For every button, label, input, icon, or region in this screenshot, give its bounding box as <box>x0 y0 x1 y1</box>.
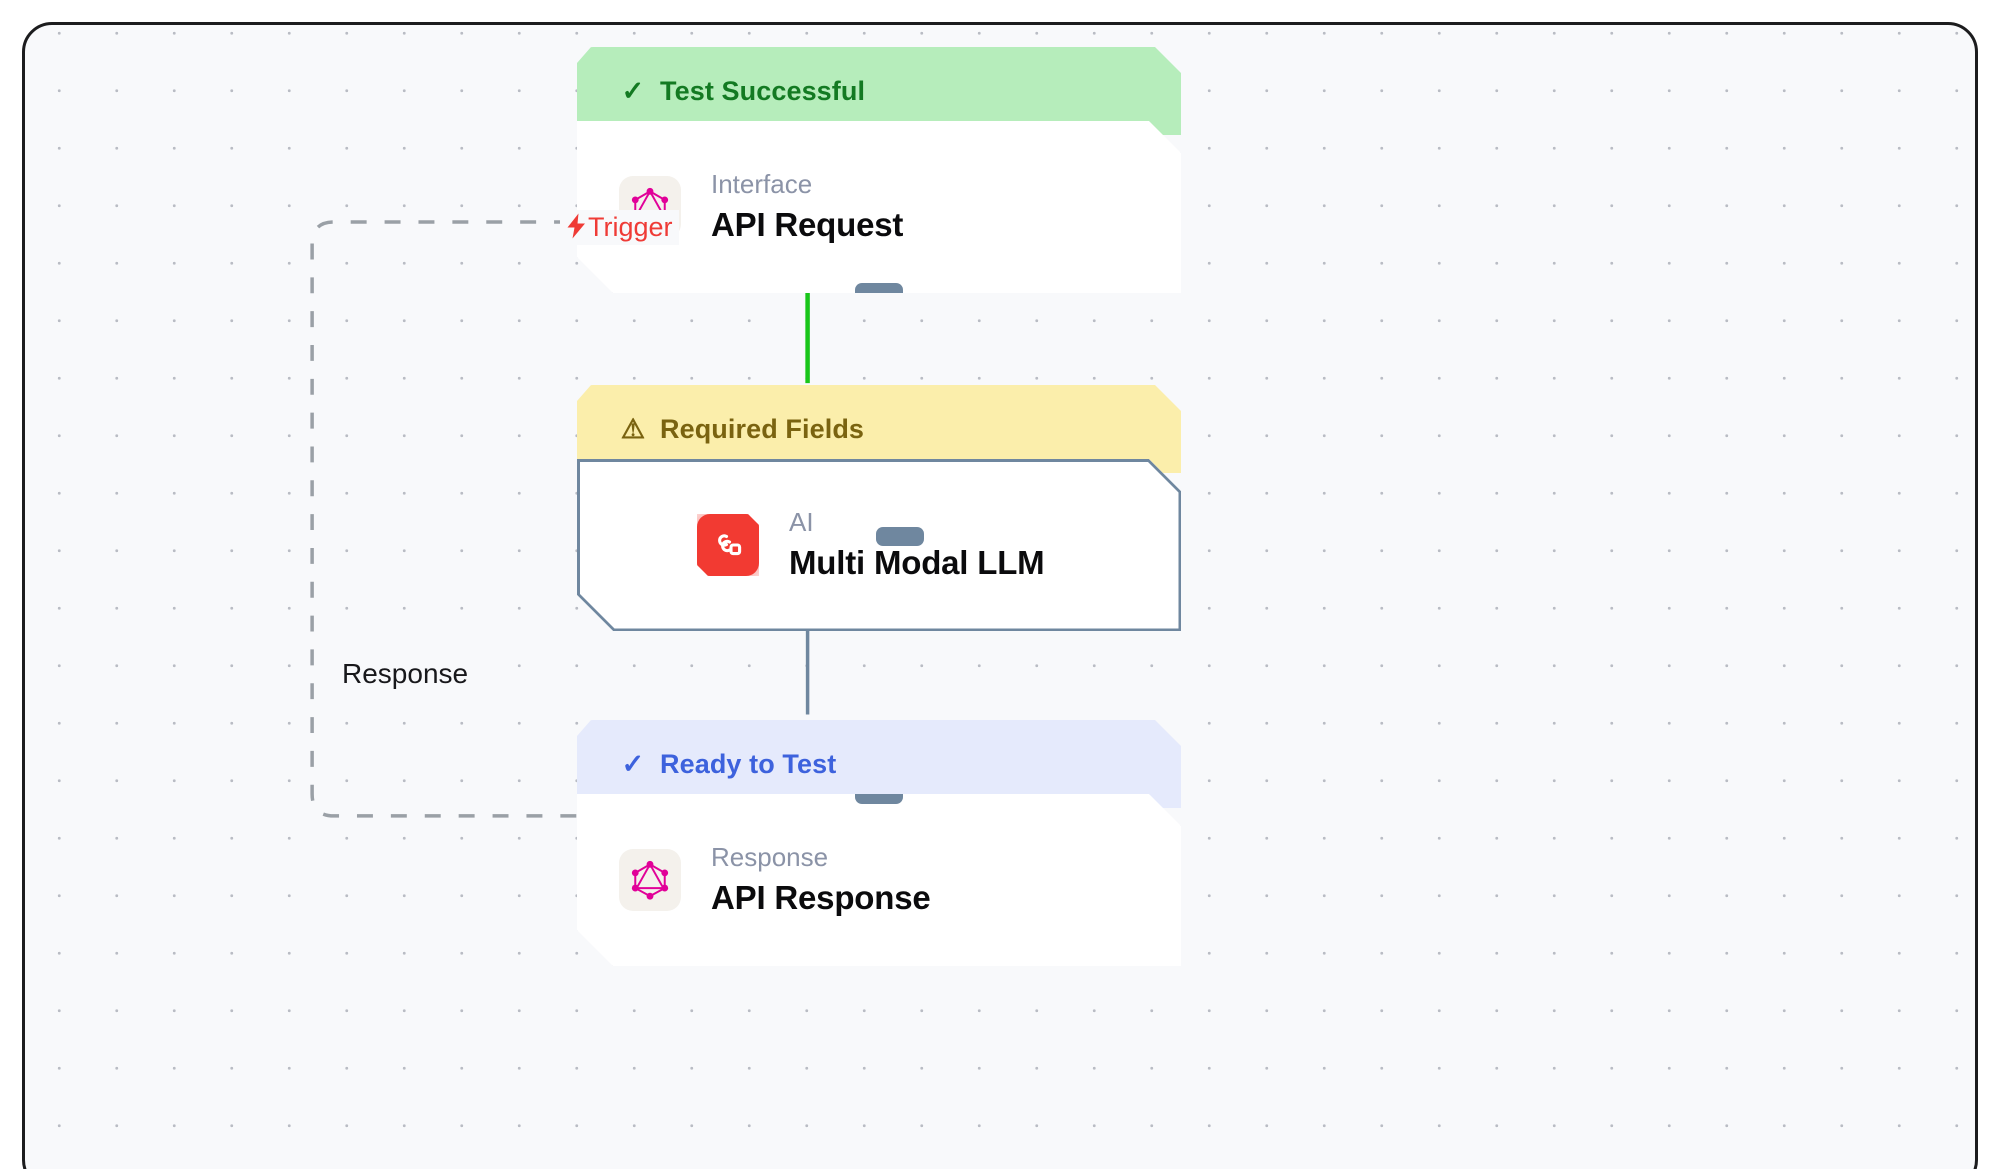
check-icon: ✓ <box>621 75 645 106</box>
node-text-block: Interface API Request <box>711 167 903 247</box>
node-card-body[interactable]: Interface API Request <box>577 121 1181 293</box>
workflow-canvas[interactable]: ✓ Test Successful <box>22 22 1978 1169</box>
node-api-request[interactable]: ✓ Test Successful <box>577 47 1181 293</box>
check-icon: ✓ <box>621 748 645 779</box>
node-card-body[interactable]: AI Multi Modal LLM <box>577 459 1181 631</box>
ai-model-glyph <box>712 529 744 561</box>
warning-triangle-icon: ⚠ <box>620 413 646 444</box>
edge-label-trigger: Trigger <box>560 210 679 245</box>
node-title-label: API Response <box>711 879 931 917</box>
node-kind-label: Interface <box>711 169 813 199</box>
node-status-label: Required Fields <box>660 413 865 444</box>
node-status-label: Test Successful <box>660 75 866 106</box>
node-text-block: AI Multi Modal LLM <box>789 505 1044 585</box>
edge-label-trigger-text: Trigger <box>588 212 673 242</box>
node-status-label: Ready to Test <box>660 748 837 779</box>
node-status-header-test-successful: ✓ Test Successful <box>577 47 1181 135</box>
graphql-logo-glyph <box>631 860 669 900</box>
graphql-icon <box>619 849 681 911</box>
lightning-bolt-icon <box>566 213 587 243</box>
lightning-bolt-glyph <box>567 213 585 238</box>
edge-label-response-text: Response <box>342 658 469 689</box>
input-handle[interactable] <box>876 527 924 546</box>
node-kind-label: Response <box>711 842 829 872</box>
node-kind-label: AI <box>789 507 814 537</box>
node-text-block: Response API Response <box>711 840 931 920</box>
node-api-response[interactable]: ✓ Ready to Test <box>577 720 1181 966</box>
ai-model-icon <box>697 514 759 576</box>
node-multi-modal-llm[interactable]: ⚠ Required Fields AI Multi Mo <box>577 385 1181 631</box>
node-status-header-required-fields: ⚠ Required Fields <box>577 385 1181 473</box>
node-title-label: Multi Modal LLM <box>789 544 1045 582</box>
node-status-header-ready-to-test: ✓ Ready to Test <box>577 720 1181 808</box>
edge-label-response: Response <box>333 655 478 693</box>
node-title-label: API Request <box>711 206 904 244</box>
node-card-body[interactable]: Response API Response <box>577 794 1181 966</box>
